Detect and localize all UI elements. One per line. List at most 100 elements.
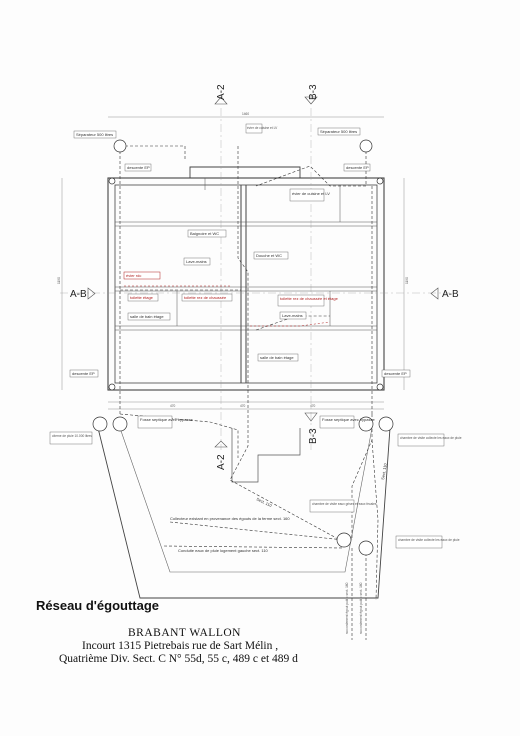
- label-box: [343, 163, 371, 172]
- dim-bottom-label-a: 470: [170, 404, 176, 408]
- downpipe-bl-icon: [108, 383, 116, 391]
- separator-left-icon: [113, 139, 127, 153]
- label-wc-top: évier de cuisine et LV: [247, 126, 278, 130]
- label-box: [127, 312, 171, 321]
- label-box: [124, 163, 152, 172]
- label-toilet-ground: toilette rez de chaussée: [184, 295, 227, 300]
- drain-right-down: [351, 414, 373, 540]
- label-box: [257, 353, 299, 362]
- section-marker-a2-top-icon: [214, 96, 228, 105]
- dim-left-label: 1190: [57, 277, 61, 284]
- drain-right-down-2: [371, 439, 379, 601]
- top-notch: [189, 166, 301, 178]
- label-hand-basin: Lave-mains: [186, 259, 207, 264]
- label-toilet-ground-floor: toilette rez de chaussée et étage: [280, 296, 339, 301]
- label-separator-right: Séparateur 500 litres: [320, 129, 357, 134]
- manhole-br-icon: [358, 540, 374, 556]
- section-label-b3-bottom: B-3: [308, 428, 319, 444]
- label-sect-110-vert: Sect. 110: [380, 462, 388, 480]
- drain-top-right: [255, 146, 367, 187]
- label-hand-basin-2: Lave-mains: [282, 313, 303, 318]
- label-box: [127, 293, 159, 302]
- label-downpipe-tr: descente EP: [346, 165, 369, 170]
- label-septic-left: Fosse septique avec bypasse: [140, 417, 193, 422]
- drain-collector: [169, 521, 345, 541]
- section-marker-ab-right-icon: [430, 287, 439, 300]
- label-box: [187, 229, 227, 238]
- downpipe-tr-icon: [376, 177, 384, 185]
- region-line: BRABANT WALLON: [128, 627, 241, 639]
- label-collector: Collecteur existant en provenance des ég…: [170, 516, 290, 521]
- label-cistern: citerne de pluie 10.000 litres: [52, 434, 92, 438]
- section-marker-b3-bottom-icon: [304, 412, 318, 422]
- label-box: [253, 251, 289, 260]
- drain-mid-to-yard: [229, 350, 341, 541]
- label-box: [395, 535, 443, 549]
- label-manhole-br: chambre de visite collecte les eaux de p…: [398, 538, 460, 542]
- label-box: [381, 369, 411, 378]
- label-toilet-floor: toilette étage: [130, 295, 154, 300]
- drain-rain: [163, 545, 345, 549]
- label-sink-ground: évier rdc: [126, 273, 141, 278]
- drain-red-right: [250, 321, 331, 327]
- label-kitchen-sink: évier de cuisine et LV: [292, 191, 330, 196]
- label-bathroom-right: salle de bain étage: [260, 355, 294, 360]
- section-label-ab-left: A-B: [70, 289, 87, 300]
- section-marker-a2-bottom-icon: [214, 440, 228, 448]
- cadastre-line: Quatrième Div. Sect. C N° 55d, 55 c, 489…: [59, 653, 298, 665]
- section-label-b3-top: B-3: [308, 84, 319, 100]
- label-box: [73, 130, 117, 139]
- section-label-ab-right: A-B: [442, 289, 459, 300]
- drain-top-left: [120, 145, 186, 160]
- septic-right-icon: [358, 416, 374, 432]
- section-label-a2-top: A-2: [216, 84, 227, 100]
- address-line: Incourt 1315 Pietrebais rue de Sart Méli…: [82, 640, 279, 652]
- label-box: [137, 415, 173, 429]
- manhole-right-icon: [378, 416, 394, 432]
- label-box: [279, 311, 307, 320]
- section-marker-b3-top-icon: [304, 96, 318, 105]
- label-connection-2: raccordement égout public sect. 160: [359, 582, 363, 634]
- septic-left-icon: [112, 416, 128, 432]
- yard-outline: [119, 427, 373, 573]
- label-downpipe-tl: descente EP: [127, 165, 150, 170]
- label-box: [183, 257, 211, 266]
- label-box: [317, 127, 361, 136]
- drain-top-mid: [237, 146, 249, 350]
- label-box: [245, 123, 263, 134]
- title-block: Réseau d'égouttage BRABANT WALLON Incour…: [36, 598, 506, 666]
- label-box: [289, 188, 325, 202]
- label-box: [309, 499, 355, 513]
- downpipe-br-icon: [376, 383, 384, 391]
- label-bathroom-left: salle de bain étage: [130, 314, 164, 319]
- label-downpipe-bl: descente EP: [72, 371, 95, 376]
- label-manhole-grey: chambre de visite eaux grises et eaux fe…: [312, 502, 377, 506]
- label-rain-pipe: Conduite eaux de pluie logement gauche s…: [178, 548, 269, 553]
- label-shower-wc: Douche et WC: [256, 253, 282, 258]
- separator-right-icon: [359, 139, 373, 153]
- dim-top-label: 1460: [242, 112, 249, 116]
- outer-wall: [107, 177, 385, 391]
- label-bath-wc: Baignoire et WC: [190, 231, 219, 236]
- dim-right-label: 1190: [405, 277, 409, 284]
- label-connection-1: raccordement égout public sect. 160: [345, 582, 349, 634]
- label-box: [397, 433, 445, 447]
- section-marker-ab-left-icon: [87, 287, 96, 300]
- section-label-a2-bottom: A-2: [216, 454, 227, 470]
- label-box-red: [123, 271, 161, 280]
- downpipe-tl-icon: [108, 177, 116, 185]
- drawing-title: Réseau d'égouttage: [36, 598, 160, 613]
- label-box: [277, 294, 325, 307]
- label-sect-110: Sect. 110: [256, 496, 274, 508]
- label-manhole-rain: chambre de visite collecte les eaux de p…: [400, 436, 462, 440]
- label-downpipe-br: descente EP: [384, 371, 407, 376]
- label-box: [181, 293, 233, 302]
- cistern-icon: [92, 416, 108, 432]
- manhole-mid-icon: [336, 532, 352, 548]
- yard-notch: [231, 428, 301, 483]
- dim-bottom-label-b: 470: [240, 404, 246, 408]
- label-box: [69, 369, 99, 378]
- label-septic-right: Fosse septique avec bypasse: [322, 417, 375, 422]
- site-boundary: [97, 427, 391, 599]
